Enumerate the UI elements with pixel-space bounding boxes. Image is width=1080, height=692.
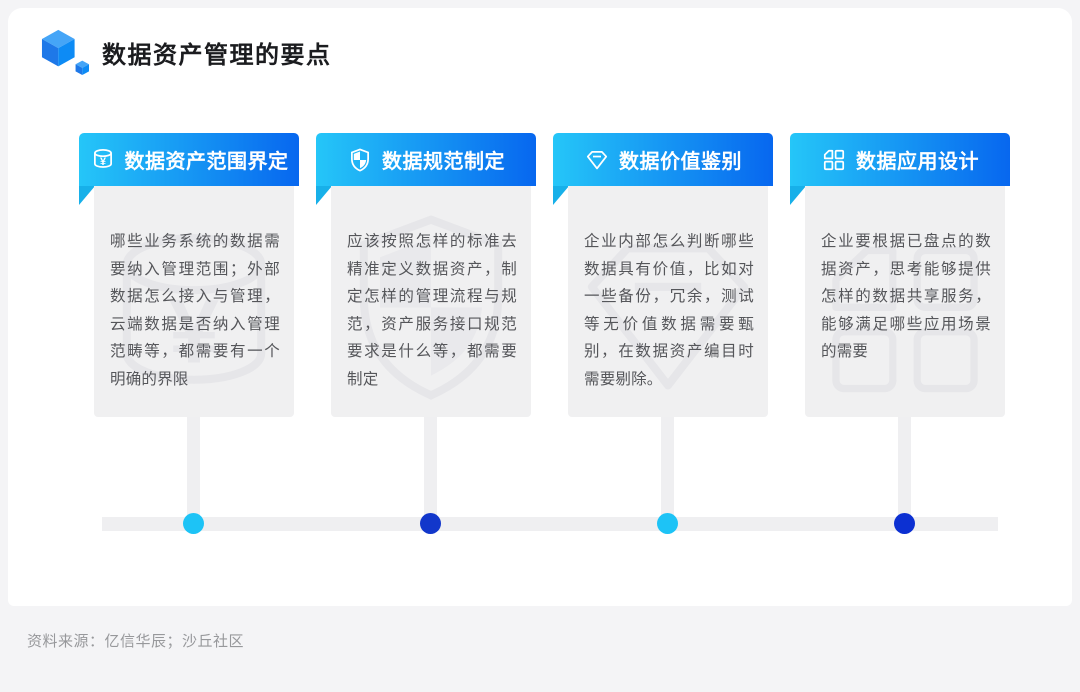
- card-title: 数据规范制定: [382, 151, 505, 173]
- card-title: 数据价值鉴别: [619, 151, 742, 173]
- card-header: 数据应用设计: [790, 133, 1010, 186]
- card-header: 数据价值鉴别: [553, 133, 773, 186]
- svg-text:¥: ¥: [99, 155, 105, 167]
- page-title: 数据资产管理的要点: [102, 41, 332, 69]
- card-body: 应该按照怎样的标准去精准定义数据资产，制定怎样的管理流程与规范，资产服务接口规范…: [331, 186, 531, 417]
- card-description: 应该按照怎样的标准去精准定义数据资产，制定怎样的管理流程与规范，资产服务接口规范…: [347, 233, 517, 388]
- data-coins-icon: ¥: [93, 148, 112, 167]
- logo-cube-icon: [41, 29, 89, 76]
- card-title: 数据应用设计: [856, 151, 979, 173]
- card-body: 企业内部怎么判断哪些数据具有价值，比如对一些备份，冗余，测试等无价值数据需要甄别…: [568, 186, 768, 417]
- card-description: 哪些业务系统的数据需要纳入管理范围；外部数据怎么接入与管理，云端数据是否纳入管理…: [110, 233, 280, 388]
- card-header: ¥ 数据资产范围界定: [79, 133, 299, 186]
- header: 数据资产管理的要点: [40, 28, 332, 76]
- timeline-dot: [183, 513, 204, 534]
- ribbon-fold: [553, 186, 569, 205]
- card-application-design: 数据应用设计 企业要根据已盘点的数据资产，思考能够提供怎样的数据共享服务，能够满…: [790, 133, 1010, 563]
- ribbon-fold: [790, 186, 806, 205]
- timeline-connector: [898, 417, 911, 518]
- card-description: 企业内部怎么判断哪些数据具有价值，比如对一些备份，冗余，测试等无价值数据需要甄别…: [584, 233, 754, 388]
- timeline-connector: [661, 417, 674, 518]
- card-description: 企业要根据已盘点的数据资产，思考能够提供怎样的数据共享服务，能够满足哪些应用场景…: [821, 233, 991, 361]
- timeline-connector: [424, 417, 437, 518]
- shield-icon: [351, 147, 369, 172]
- ribbon-fold: [316, 186, 332, 205]
- card-body: ¥ 哪些业务系统的数据需要纳入管理范围；外部数据怎么接入与管理，云端数据是否纳入…: [94, 186, 294, 417]
- timeline-connector: [187, 417, 200, 518]
- source-note: 资料来源：亿信华辰；沙丘社区: [27, 633, 245, 650]
- card-header: 数据规范制定: [316, 133, 536, 186]
- card-body: 企业要根据已盘点的数据资产，思考能够提供怎样的数据共享服务，能够满足哪些应用场景…: [805, 186, 1005, 417]
- card-value-identification: 数据价值鉴别 企业内部怎么判断哪些数据具有价值，比如对一些备份，冗余，测试等无价…: [553, 133, 773, 563]
- gem-icon: [586, 150, 608, 169]
- card-standard-formulation: 数据规范制定 应该按照怎样的标准去精准定义数据资产，制定怎样的管理流程与规范，资…: [316, 133, 536, 563]
- timeline-dot: [894, 513, 915, 534]
- timeline-track: [102, 517, 998, 531]
- card-title: 数据资产范围界定: [124, 151, 289, 173]
- app-grid-icon: [823, 149, 845, 170]
- timeline-dot: [420, 513, 441, 534]
- card-scope-definition: ¥ 数据资产范围界定 ¥ 哪些业务系统的数据需要纳入管理范围；外部数据怎么接入与…: [79, 133, 299, 563]
- ribbon-fold: [79, 186, 95, 205]
- timeline-dot: [657, 513, 678, 534]
